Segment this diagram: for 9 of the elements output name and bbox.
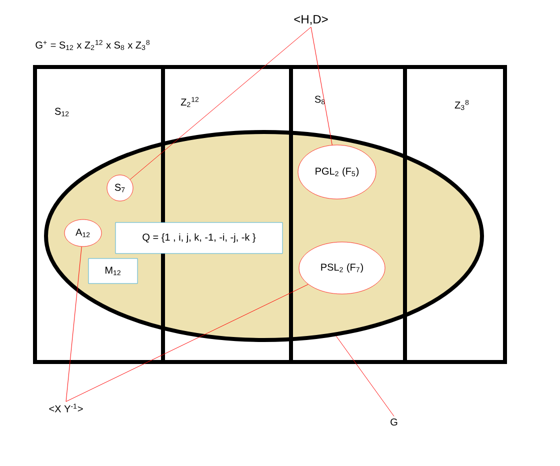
leader-line bbox=[310, 26, 332, 146]
leader-line bbox=[130, 26, 312, 180]
callout-label: G bbox=[390, 418, 398, 426]
callout-label: <X Y$^{-1}$> bbox=[49, 404, 83, 412]
callout-label: <H,D> bbox=[294, 15, 328, 25]
set-box: M$_{12}$ bbox=[88, 258, 138, 284]
leader-line bbox=[336, 336, 394, 416]
leader-line bbox=[66, 284, 308, 402]
leader-line bbox=[66, 246, 82, 402]
